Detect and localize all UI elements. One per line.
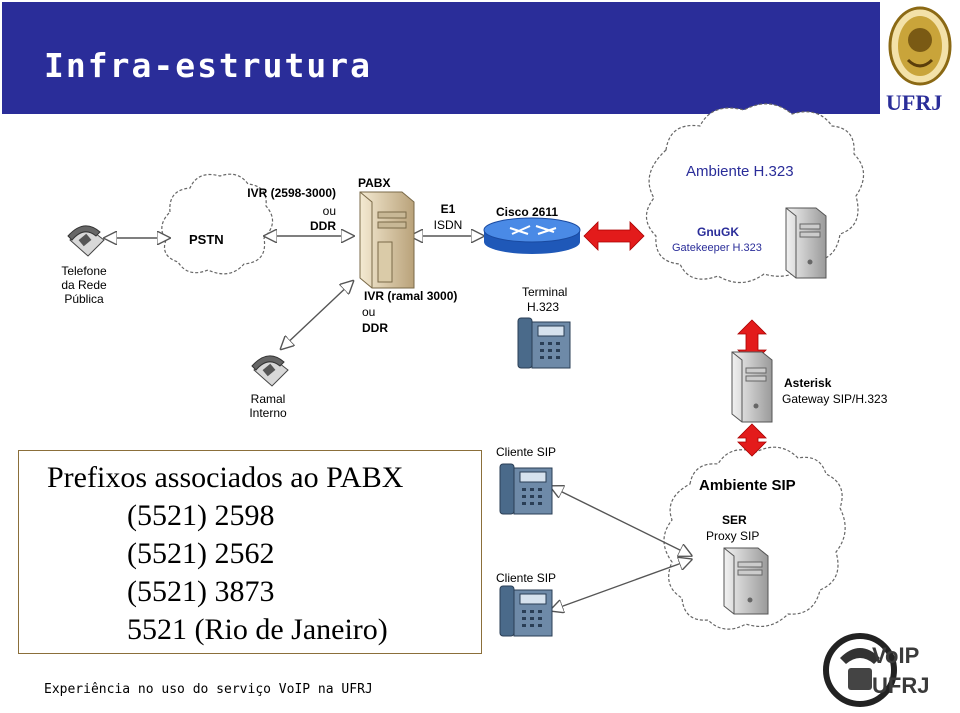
cliente-sip-1-label: Cliente SIP bbox=[496, 445, 557, 459]
gateway-label: Gateway SIP/H.323 bbox=[782, 392, 888, 406]
prefix-title: Prefixos associados ao PABX bbox=[47, 461, 404, 494]
ivr-bottom-line2: ou bbox=[362, 305, 376, 319]
voip-logo-line2: UFRJ bbox=[872, 673, 930, 698]
public-phone-icon bbox=[67, 225, 105, 257]
ivr-top-line3: DDR bbox=[310, 219, 336, 233]
prefix-item: (5521) 2598 bbox=[127, 499, 275, 532]
pabx-icon bbox=[359, 191, 415, 289]
asterisk-sip-arrow bbox=[737, 423, 767, 457]
ramal-label: Ramal bbox=[250, 392, 286, 406]
h323-cloud bbox=[645, 103, 865, 284]
footer-text: Experiência no uso do serviço VoIP na UF… bbox=[44, 682, 373, 697]
prefix-item: 5521 (Rio de Janeiro) bbox=[127, 613, 388, 646]
internal-phone-icon bbox=[251, 355, 289, 387]
terminal-h323-label: H.323 bbox=[527, 300, 560, 314]
ser-server-icon bbox=[723, 547, 769, 615]
voip-logo-line1: VoIP bbox=[872, 643, 920, 668]
pabx-label: PABX bbox=[358, 176, 391, 190]
ivr-top-line2: ou bbox=[322, 204, 336, 218]
isdn-label: ISDN bbox=[433, 218, 463, 232]
page-title: Infra-estrutura bbox=[44, 46, 373, 85]
gnugk-label: GnuGK bbox=[697, 225, 739, 239]
pstn-label: PSTN bbox=[189, 232, 224, 247]
terminal-h323-phone-icon bbox=[517, 317, 571, 369]
terminal-label: Terminal bbox=[522, 285, 568, 299]
interno-label: Interno bbox=[249, 406, 287, 420]
asterisk-label: Asterisk bbox=[784, 376, 832, 390]
connection-lines bbox=[106, 236, 690, 610]
ivr-top-line1: IVR (2598-3000) bbox=[247, 186, 336, 200]
prefix-box: Prefixos associados ao PABX (5521) 2598 … bbox=[18, 450, 482, 654]
sip-client2-link bbox=[552, 560, 690, 610]
cliente-sip-2-label: Cliente SIP bbox=[496, 571, 557, 585]
cisco-h323-arrow bbox=[583, 221, 645, 251]
gnugk-server-icon bbox=[785, 207, 827, 279]
sip-client-1-phone-icon bbox=[499, 463, 553, 515]
sip-client-2-phone-icon bbox=[499, 585, 553, 637]
prefix-item: (5521) 2562 bbox=[127, 537, 275, 570]
telefone-label: Telefone da Rede Pública bbox=[61, 264, 107, 306]
gatekeeper-label: Gatekeeper H.323 bbox=[672, 242, 762, 254]
voip-ufrj-logo bbox=[823, 633, 897, 707]
e1-label: E1 bbox=[440, 202, 456, 216]
ambiente-h323-label: Ambiente H.323 bbox=[686, 163, 794, 180]
cisco-router-icon bbox=[483, 217, 581, 254]
ser-label: SER bbox=[722, 513, 747, 527]
ufrj-logo-text: UFRJ bbox=[886, 90, 943, 115]
title-bar: Infra-estrutura bbox=[2, 2, 880, 114]
sip-client1-link bbox=[552, 487, 690, 555]
ufrj-logo bbox=[888, 6, 952, 86]
ambiente-sip-label: Ambiente SIP bbox=[699, 477, 796, 494]
ivr-bottom-line1: IVR (ramal 3000) bbox=[364, 289, 458, 303]
ivr-bottom-line3: DDR bbox=[362, 321, 388, 335]
asterisk-server-icon bbox=[731, 351, 773, 423]
prefix-item: (5521) 3873 bbox=[127, 575, 275, 608]
proxy-sip-label: Proxy SIP bbox=[706, 529, 760, 543]
pabx-to-ramal-link bbox=[282, 282, 352, 348]
cisco-label: Cisco 2611 bbox=[496, 205, 559, 219]
